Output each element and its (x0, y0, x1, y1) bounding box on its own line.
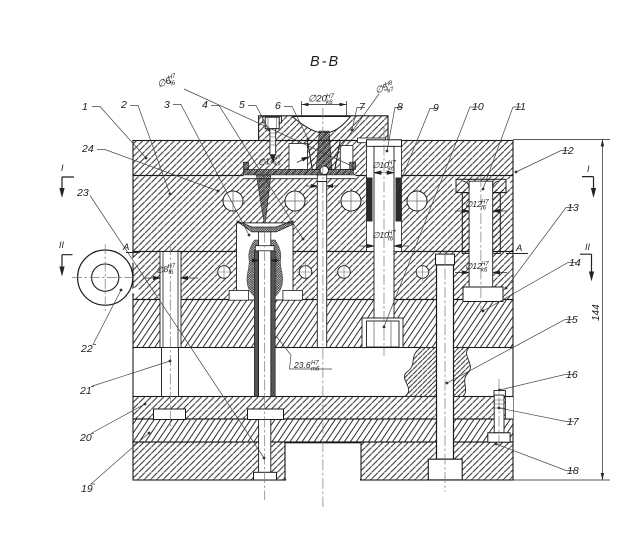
svg-text:B-B: B-B (310, 54, 340, 70)
svg-text:144: 144 (591, 304, 602, 321)
svg-text:∅5: ∅5 (374, 81, 390, 95)
svg-text:23.6: 23.6 (293, 360, 311, 370)
svg-text:23: 23 (76, 187, 89, 199)
svg-text:∅8: ∅8 (155, 264, 169, 276)
svg-text:∅6: ∅6 (156, 75, 173, 90)
svg-text:f6: f6 (388, 237, 394, 243)
svg-text:19: 19 (81, 483, 93, 495)
svg-text:14: 14 (569, 257, 581, 269)
svg-text:H7: H7 (167, 72, 177, 81)
svg-text:18: 18 (567, 465, 579, 477)
svg-text:∅10: ∅10 (372, 160, 389, 170)
svg-text:II: II (585, 242, 591, 252)
svg-text:7: 7 (359, 101, 366, 113)
svg-text:H7: H7 (311, 361, 319, 367)
svg-text:∅12: ∅12 (465, 199, 482, 209)
svg-text:1: 1 (82, 101, 88, 113)
svg-text:k6: k6 (481, 268, 488, 274)
svg-text:f6: f6 (169, 79, 177, 88)
svg-text:k6: k6 (388, 167, 395, 173)
svg-text:A: A (122, 242, 129, 253)
svg-text:21: 21 (79, 385, 92, 397)
svg-text:A: A (515, 243, 522, 254)
svg-text:k6: k6 (274, 161, 282, 168)
svg-text:I: I (61, 163, 64, 173)
svg-text:H7: H7 (326, 93, 334, 100)
svg-text:H7: H7 (481, 200, 489, 206)
svg-text:H7: H7 (388, 231, 396, 237)
svg-text:e7: e7 (386, 86, 395, 94)
svg-text:II: II (59, 240, 65, 250)
svg-text:13: 13 (567, 202, 579, 214)
svg-text:H7: H7 (481, 262, 489, 268)
svg-text:∅14: ∅14 (257, 155, 275, 167)
svg-text:I: I (587, 164, 590, 174)
svg-text:17: 17 (567, 416, 580, 428)
svg-text:∅12: ∅12 (465, 261, 482, 271)
svg-text:5: 5 (239, 99, 245, 111)
svg-text:16: 16 (566, 369, 578, 381)
svg-text:20: 20 (79, 432, 92, 444)
svg-text:22: 22 (80, 343, 93, 355)
svg-text:f6: f6 (481, 206, 487, 212)
svg-text:10: 10 (472, 101, 484, 113)
svg-text:15: 15 (566, 314, 578, 326)
svg-text:9: 9 (433, 102, 439, 114)
svg-text:k6: k6 (326, 99, 333, 106)
svg-text:8: 8 (397, 101, 403, 113)
svg-text:f6: f6 (168, 269, 174, 276)
svg-text:∅20: ∅20 (308, 94, 328, 105)
svg-text:24: 24 (81, 143, 94, 155)
svg-text:m6: m6 (311, 367, 320, 373)
svg-text:H8: H8 (384, 80, 394, 88)
svg-text:3: 3 (164, 99, 170, 111)
svg-text:∅10: ∅10 (372, 230, 389, 240)
svg-text:4: 4 (202, 99, 208, 111)
svg-text:12: 12 (562, 145, 574, 157)
svg-text:11: 11 (515, 101, 526, 113)
svg-text:2: 2 (120, 99, 127, 111)
svg-text:H7: H7 (167, 263, 176, 270)
svg-text:6: 6 (275, 100, 281, 112)
svg-text:H7: H7 (388, 161, 396, 167)
svg-text:H7: H7 (273, 155, 282, 162)
